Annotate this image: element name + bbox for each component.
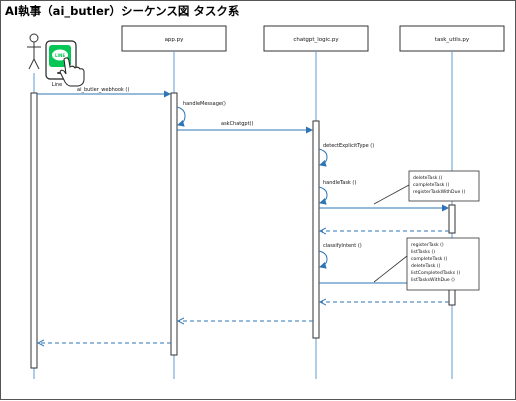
message-label: handleTask (): [323, 180, 356, 186]
activation-logic: [312, 120, 320, 339]
diagram-title: AI執事（ai_butler）シーケンス図 タスク系: [5, 4, 240, 18]
note-line: listTasks (): [411, 249, 435, 255]
self-message-arrow: [318, 250, 328, 269]
participant-label: app.py: [165, 37, 185, 43]
activation-app: [170, 92, 178, 356]
note-box: registerTask () listTasks () completeTas…: [373, 237, 480, 291]
self-message-arrow: [176, 106, 186, 127]
note-box: deleteTask () completeTask () registerTa…: [373, 170, 480, 205]
note-line: completeTask (): [411, 256, 448, 262]
self-message-arrow: [318, 186, 328, 205]
participant-app: app.py: [121, 25, 227, 52]
message-label: handleMessage(): [183, 101, 226, 107]
note-line: completeTask (): [413, 182, 450, 188]
participant-utils: task_utils.py: [399, 25, 505, 52]
note-line: registerTaskWithDue (): [413, 189, 466, 195]
message-label: classifyIntent (): [323, 243, 362, 249]
activation-utils-1: [448, 204, 456, 234]
hand-pointer-icon: [59, 57, 85, 87]
participant-label: task_utils.py: [435, 37, 470, 43]
participant-logic: chatgpt_logic.py: [263, 25, 369, 52]
note-line: deleteTask (): [411, 263, 441, 269]
participant-label: chatgpt_logic.py: [293, 37, 339, 43]
note-line: listCompletedTasks (): [411, 270, 460, 276]
note-line: registerTask (): [411, 242, 444, 248]
actor-label: Line: [52, 82, 62, 88]
self-message-arrow: [318, 148, 328, 167]
note-line: deleteTask (): [413, 175, 443, 181]
message-label: detectExplicitType (): [323, 143, 374, 149]
activation-actor: [30, 92, 38, 369]
message-label: ai_butler_webhook (): [77, 87, 129, 93]
actor-figure-icon: [27, 33, 41, 70]
note-line: listTasksWithDue (): [411, 277, 455, 283]
message-label: askChatgpt(): [221, 121, 254, 127]
svg-text:LINE: LINE: [55, 53, 65, 58]
